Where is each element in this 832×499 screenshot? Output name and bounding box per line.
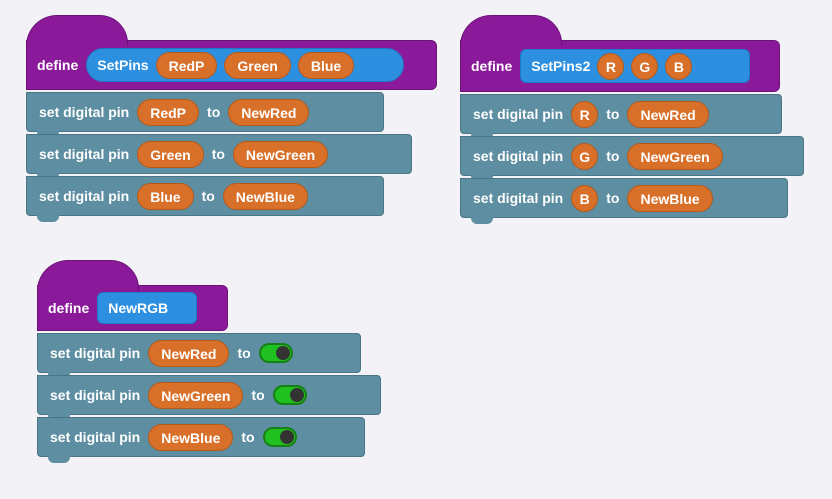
to-label: to: [606, 148, 620, 164]
define-block[interactable]: define SetPins2 R G B: [460, 15, 780, 92]
procedure-name: NewRGB: [108, 300, 169, 316]
pin-reporter[interactable]: Green: [137, 140, 204, 168]
pin-reporter[interactable]: B: [571, 184, 599, 212]
to-label: to: [201, 188, 215, 204]
to-label: to: [207, 104, 221, 120]
block-label: set digital pin: [39, 146, 130, 162]
toggle-knob: [289, 388, 304, 402]
to-label: to: [251, 387, 265, 403]
to-label: to: [606, 190, 620, 206]
block-label: set digital pin: [473, 148, 564, 164]
block-label: set digital pin: [50, 345, 141, 361]
set-digital-pin-block[interactable]: set digital pin NewGreen to: [37, 375, 381, 421]
block-label: set digital pin: [50, 387, 141, 403]
toggle-switch[interactable]: [258, 343, 293, 363]
set-digital-pin-block[interactable]: set digital pin Green to NewGreen: [26, 134, 412, 180]
set-digital-pin-block[interactable]: set digital pin G to NewGreen: [460, 136, 804, 182]
value-reporter[interactable]: NewGreen: [627, 142, 723, 170]
set-digital-pin-block[interactable]: set digital pin B to NewBlue: [460, 178, 788, 224]
toggle-switch[interactable]: [272, 385, 307, 405]
block-label: set digital pin: [39, 188, 130, 204]
value-reporter[interactable]: NewBlue: [627, 184, 713, 212]
value-reporter[interactable]: NewGreen: [232, 140, 329, 168]
procedure-prototype[interactable]: NewRGB: [97, 292, 198, 324]
param-reporter[interactable]: Green: [224, 51, 291, 79]
pin-reporter[interactable]: Blue: [137, 182, 194, 210]
define-label: define: [471, 58, 513, 74]
param-reporter[interactable]: G: [631, 52, 659, 80]
to-label: to: [211, 146, 225, 162]
set-digital-pin-block[interactable]: set digital pin RedP to NewRed: [26, 92, 384, 138]
set-digital-pin-block[interactable]: set digital pin NewRed to: [37, 333, 361, 379]
block-label: set digital pin: [39, 104, 130, 120]
value-reporter[interactable]: NewRed: [228, 98, 310, 126]
procedure-prototype[interactable]: SetPins2 R G B: [520, 49, 751, 83]
pin-reporter[interactable]: NewBlue: [148, 423, 234, 451]
script-setpins[interactable]: define SetPins RedP Green Blue set digit…: [26, 15, 437, 222]
param-reporter[interactable]: RedP: [155, 51, 218, 79]
block-label: set digital pin: [473, 190, 564, 206]
to-label: to: [606, 106, 620, 122]
pin-reporter[interactable]: G: [571, 142, 599, 170]
param-reporter[interactable]: R: [597, 52, 625, 80]
pin-reporter[interactable]: R: [571, 100, 599, 128]
set-digital-pin-block[interactable]: set digital pin R to NewRed: [460, 94, 782, 140]
to-label: to: [237, 345, 251, 361]
block-label: set digital pin: [50, 429, 141, 445]
set-digital-pin-block[interactable]: set digital pin Blue to NewBlue: [26, 176, 384, 222]
script-newrgb[interactable]: define NewRGB set digital pin NewRed to …: [37, 260, 381, 463]
toggle-knob: [279, 430, 294, 444]
script-setpins2[interactable]: define SetPins2 R G B set digital pin R …: [460, 15, 804, 224]
pin-reporter[interactable]: RedP: [137, 98, 200, 126]
toggle-knob: [275, 346, 290, 360]
value-reporter[interactable]: NewRed: [627, 100, 709, 128]
value-reporter[interactable]: NewBlue: [222, 182, 308, 210]
pin-reporter[interactable]: NewGreen: [148, 381, 244, 409]
procedure-name: SetPins: [97, 57, 149, 73]
param-reporter[interactable]: Blue: [297, 51, 355, 79]
to-label: to: [241, 429, 255, 445]
define-block[interactable]: define NewRGB: [37, 260, 228, 331]
block-label: set digital pin: [473, 106, 564, 122]
toggle-switch[interactable]: [262, 427, 297, 447]
param-reporter[interactable]: B: [665, 52, 693, 80]
define-label: define: [48, 300, 90, 316]
define-block[interactable]: define SetPins RedP Green Blue: [26, 15, 437, 90]
set-digital-pin-block[interactable]: set digital pin NewBlue to: [37, 417, 365, 463]
define-label: define: [37, 57, 79, 73]
procedure-name: SetPins2: [531, 58, 591, 74]
procedure-prototype[interactable]: SetPins RedP Green Blue: [86, 48, 405, 82]
pin-reporter[interactable]: NewRed: [148, 339, 230, 367]
